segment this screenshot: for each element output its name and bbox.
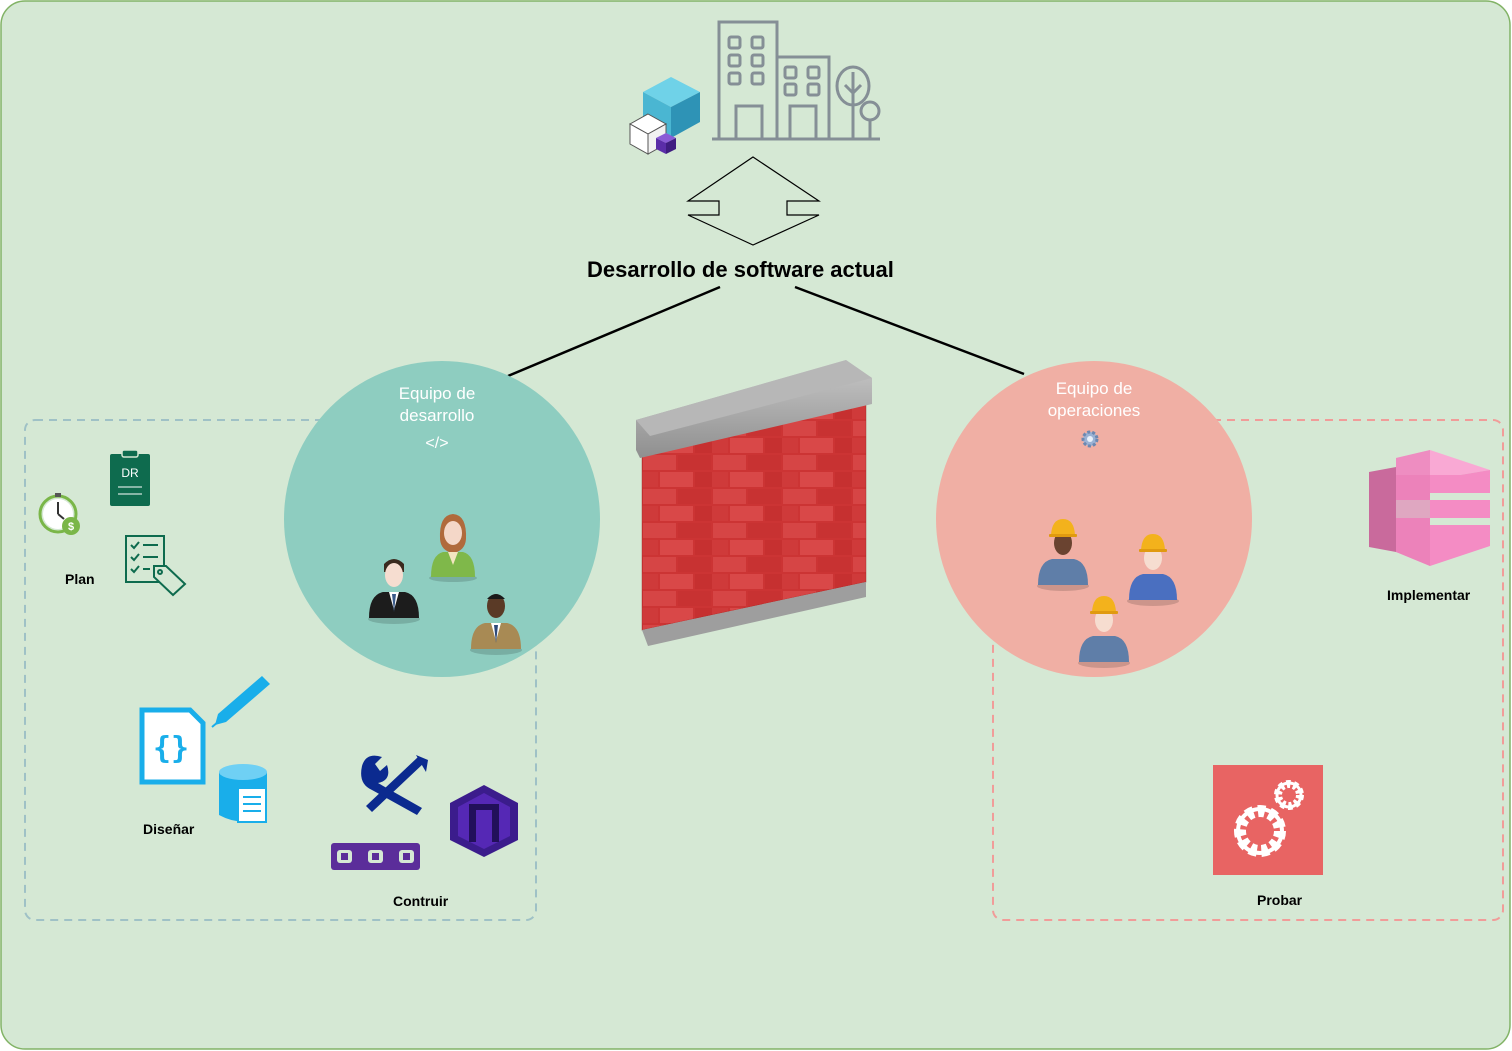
pencil-icon (211, 676, 270, 728)
ops-phases-group (992, 419, 1504, 921)
dev-team-circle (284, 361, 600, 677)
bidirectional-arrow-icon (686, 156, 821, 246)
ops-team-label-line1: Equipo de (1055, 379, 1133, 398)
deploy-label: Implementar (1387, 587, 1471, 603)
diagram-title: Desarrollo de software actual (587, 257, 894, 282)
ops-team-label-line2: operaciones (1047, 401, 1141, 420)
code-file-icon: {} (139, 707, 206, 785)
small-gear-icon (1081, 430, 1099, 448)
city-buildings-icon (712, 20, 881, 141)
design-label: Diseñar (143, 821, 195, 837)
timer-cost-icon: $ (38, 493, 80, 535)
dev-phases-group (24, 419, 537, 921)
ops-team-label: Equipo de operaciones (1019, 378, 1169, 422)
dev-team-label-line2: desarrollo (399, 406, 475, 425)
clipboard-dr-text: DR (121, 466, 139, 480)
checklist-tag-icon (125, 535, 187, 597)
build-label: Contruir (393, 893, 449, 909)
dev-team-label-line1: Equipo de (398, 384, 476, 403)
wrench-screwdriver-icon (361, 755, 428, 815)
database-document-icon (219, 764, 267, 823)
dev-team-label: Equipo de desarrollo </> (362, 383, 512, 455)
test-label: Probar (1257, 892, 1303, 908)
3d-cubes-icon (628, 77, 700, 155)
ops-people-icon (1037, 519, 1179, 668)
brick-wall-icon (636, 360, 872, 646)
svg-text:$: $ (68, 521, 74, 533)
code-tag-icon: </> (425, 435, 449, 452)
connector-ops (794, 285, 1025, 376)
devops-icon (450, 785, 518, 857)
deploy-stack-icon (1369, 450, 1490, 566)
svg-text:{}: {} (153, 731, 189, 766)
plan-label: Plan (65, 571, 95, 587)
connector-dev (507, 285, 721, 378)
pipeline-chain-icon (331, 843, 420, 870)
clipboard-dr-icon: DR (110, 449, 150, 506)
gears-tile-icon (1213, 765, 1323, 875)
dev-people-icon (368, 514, 522, 655)
